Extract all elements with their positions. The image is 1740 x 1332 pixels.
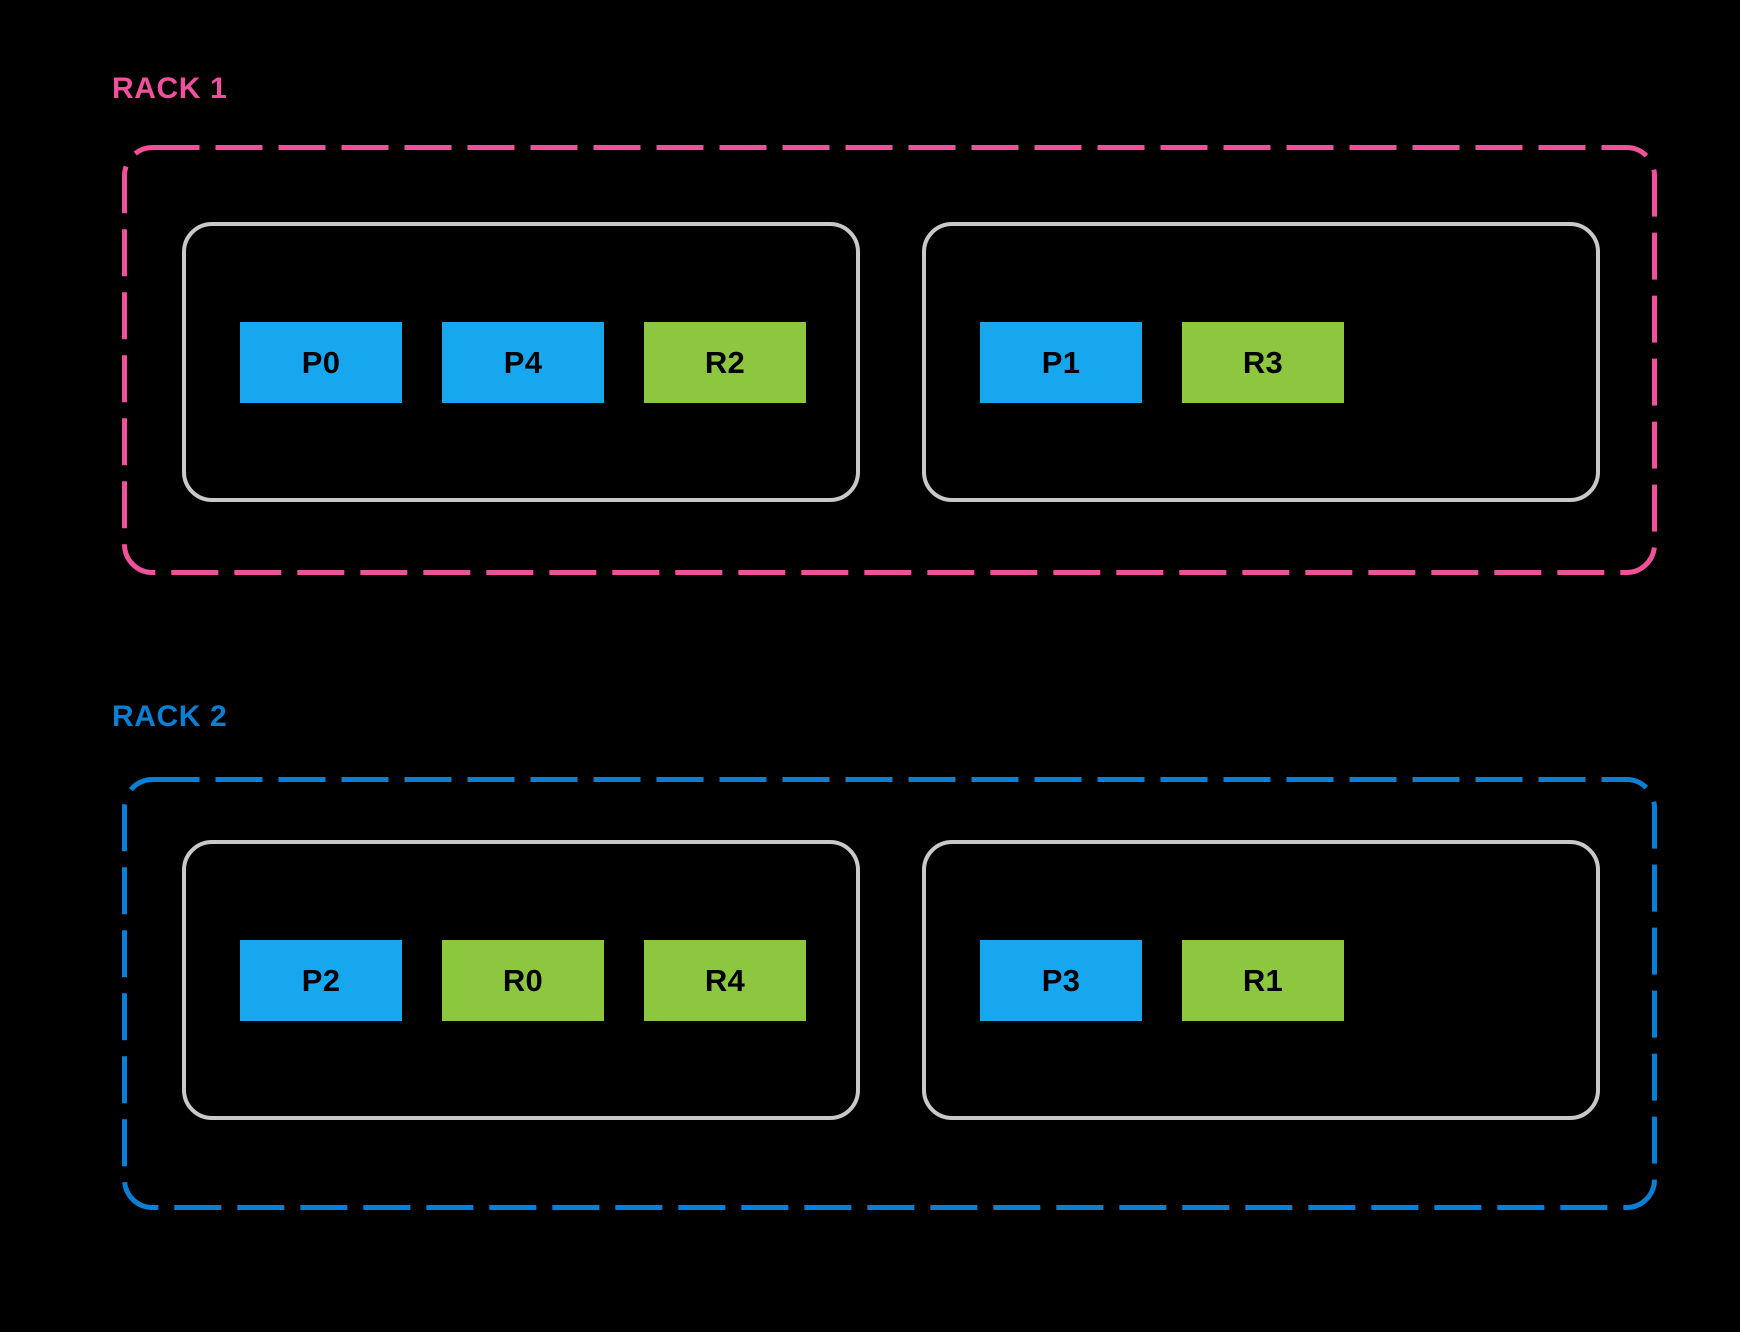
rack-boundary-1 — [122, 145, 1657, 575]
node-box-2: P1 R3 — [922, 222, 1600, 502]
rack-dashed-outline-2 — [122, 777, 1657, 1210]
chip-p3[interactable]: P3 — [980, 939, 1142, 1021]
rack-label-1: RACK 1 — [112, 72, 228, 105]
node-items-2: P1 R3 — [980, 321, 1344, 403]
chip-r0[interactable]: R0 — [442, 939, 604, 1021]
chip-p1[interactable]: P1 — [980, 321, 1142, 403]
chip-r3[interactable]: R3 — [1182, 321, 1344, 403]
node-items-4: P3 R1 — [980, 939, 1344, 1021]
chip-p4[interactable]: P4 — [442, 321, 604, 403]
node-box-4: P3 R1 — [922, 840, 1600, 1120]
node-box-3: P2 R0 R4 — [182, 840, 860, 1120]
chip-r1[interactable]: R1 — [1182, 939, 1344, 1021]
rack-label-2: RACK 2 — [112, 700, 228, 733]
node-box-1: P0 P4 R2 — [182, 222, 860, 502]
chip-p2[interactable]: P2 — [240, 939, 402, 1021]
chip-p0[interactable]: P0 — [240, 321, 402, 403]
rack-dashed-outline-1 — [122, 145, 1657, 575]
rack-boundary-2 — [122, 777, 1657, 1210]
node-items-1: P0 P4 R2 — [240, 321, 806, 403]
chip-r2[interactable]: R2 — [644, 321, 806, 403]
chip-r4[interactable]: R4 — [644, 939, 806, 1021]
node-items-3: P2 R0 R4 — [240, 939, 806, 1021]
